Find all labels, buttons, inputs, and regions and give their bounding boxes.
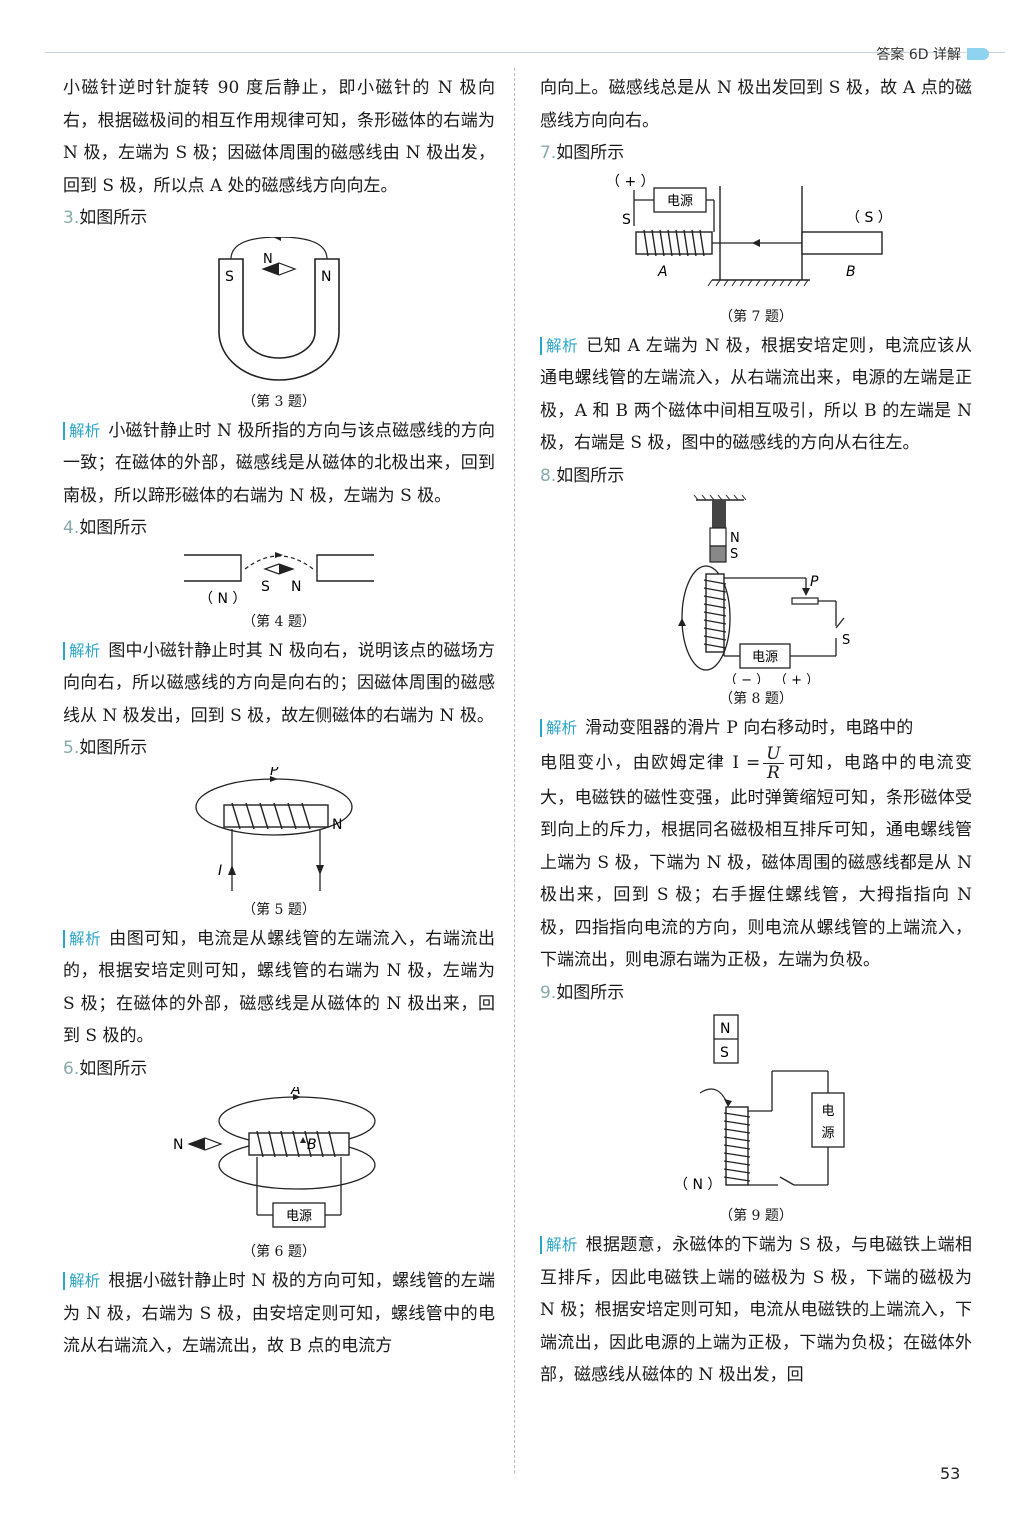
question-4-heading: 4.如图所示 [63, 518, 148, 538]
fig4-n-label: N [291, 579, 301, 595]
question-7-heading: 7.如图所示 [540, 143, 625, 163]
fig8-s-label: S [730, 547, 738, 562]
figure-9-magnet-and-electromagnet: N S 电 源 （ + ） （ − ） （ N ） [674, 1014, 856, 1193]
fig9-n-label: N [720, 1021, 730, 1037]
fig9-pole-label: （ N ） [674, 1177, 721, 1193]
question-5-heading: 5.如图所示 [63, 738, 148, 758]
fig8-plus-label: （ + ） [774, 673, 819, 684]
fig9-minus-label: （ − ） [848, 1132, 856, 1147]
question-3-explanation: 解析小磁针静止时 N 极所指的方向与该点磁感线的方向一致；在磁体的外部，磁感线是… [63, 420, 495, 506]
fig8-minus-label: （ − ） [724, 673, 769, 684]
fig7-plus-label: （ + ） [606, 174, 655, 190]
right-column: 向向上。磁感线总是从 N 极出发回到 S 极，故 A 点的磁感线方向向右。 7.… [540, 72, 972, 1392]
figure-6-solenoid-with-source: A B N 电源 [173, 1087, 376, 1228]
fig4-pole-label: （ N ） [199, 591, 246, 607]
fig7-b-label: B [846, 264, 856, 280]
fig5-p-label: P [270, 767, 279, 779]
header-title: 答案 6D 详解 [876, 47, 961, 63]
question-3-heading: 3.如图所示 [63, 208, 148, 228]
figure-8-spring-and-electromagnet: N S P S 电源 （ − ） （ + ） [678, 494, 850, 684]
header: 答案 6D 详解 [876, 44, 989, 64]
fig7-a-label: A [657, 264, 668, 280]
question-6-explanation: 解析根据小磁针静止时 N 极的方向可知，螺线管的左端为 N 极，右端为 S 极，… [63, 1271, 495, 1356]
fig6-source-label: 电源 [286, 1209, 312, 1224]
figure-4-bar-magnets: （ N ） S N [184, 551, 374, 607]
fig7-s-pole-label: （ S ） [846, 210, 892, 226]
fig8-p-label: P [810, 574, 819, 590]
figure-4-caption: （第 4 题） [242, 613, 316, 630]
header-rule [45, 52, 1005, 53]
column-divider [514, 68, 515, 1473]
fig3-n-label: N [321, 269, 331, 285]
figure-9-caption: （第 9 题） [719, 1208, 793, 1224]
question-6-heading: 6.如图所示 [63, 1058, 148, 1079]
figure-5-solenoid: P N I [195, 767, 353, 891]
fig6-n-label: N [173, 1137, 183, 1153]
fig7-source-label: 电源 [667, 194, 693, 209]
fig3-needle-n-label: N [263, 252, 273, 267]
question-9-explanation: 解析根据题意，永磁体的下端为 S 极，与电磁铁上端相互排斥，因此电磁铁上端的磁极… [540, 1235, 972, 1385]
question-7-explanation: 解析已知 A 左端为 N 极，根据安培定则，电流应该从通电螺线管的左端流入，从右… [540, 335, 972, 453]
fig8-n-label: N [730, 531, 740, 546]
fig6-b-label: B [307, 1137, 317, 1153]
header-tab-icon [967, 48, 989, 60]
figure-3-caption: （第 3 题） [242, 393, 316, 410]
figure-5-caption: （第 5 题） [242, 901, 316, 918]
question-4-explanation: 解析图中小磁针静止时其 N 极向右，说明该点的磁场方向向右，所以磁感线的方向是向… [63, 640, 495, 726]
fig4-s-label: S [261, 579, 270, 595]
fig6-compass-needle-icon [187, 1137, 223, 1151]
continuation-paragraph: 向向上。磁感线总是从 N 极出发回到 S 极，故 A 点的磁感线方向向右。 [540, 78, 972, 131]
fig5-current-label: I [218, 863, 222, 879]
question-8-heading: 8.如图所示 [540, 465, 625, 486]
question-9-heading: 9.如图所示 [540, 982, 625, 1003]
fig8-source-label: 电源 [752, 650, 778, 665]
question-5-explanation: 解析由图可知，电流是从螺线管的左端流入，右端流出的，根据安培定则可知，螺线管的右… [63, 928, 495, 1046]
fig9-source-label-1: 电 [821, 1104, 834, 1119]
fig8-switch-label: S [842, 633, 850, 648]
intro-paragraph: 小磁针逆时针旋转 90 度后静止，即小磁针的 N 极向右，根据磁极间的相互作用规… [63, 78, 495, 196]
fig9-plus-label: （ + ） [848, 1096, 856, 1111]
figure-6-caption: （第 6 题） [242, 1244, 316, 1260]
fig5-n-label: N [332, 817, 342, 833]
figure-7-caption: （第 7 题） [719, 308, 793, 325]
fig9-source-label-2: 源 [821, 1126, 834, 1141]
page-number: 53 [940, 1464, 961, 1483]
fig9-s-label: S [720, 1045, 729, 1061]
figure-7-electromagnet-and-magnet: （ + ） 电源 S （ S ） A B [606, 174, 892, 286]
left-column: 小磁针逆时针旋转 90 度后静止，即小磁针的 N 极向右，根据磁极间的相互作用规… [63, 72, 495, 1363]
fig3-compass-needle-icon [261, 261, 297, 276]
fig3-s-label: S [225, 269, 234, 285]
fig6-a-label: A [290, 1087, 301, 1098]
fig7-switch-label: S [622, 212, 631, 228]
figure-8-caption: （第 8 题） [719, 691, 793, 707]
figure-3-horseshoe-magnet: S N N [218, 236, 340, 381]
